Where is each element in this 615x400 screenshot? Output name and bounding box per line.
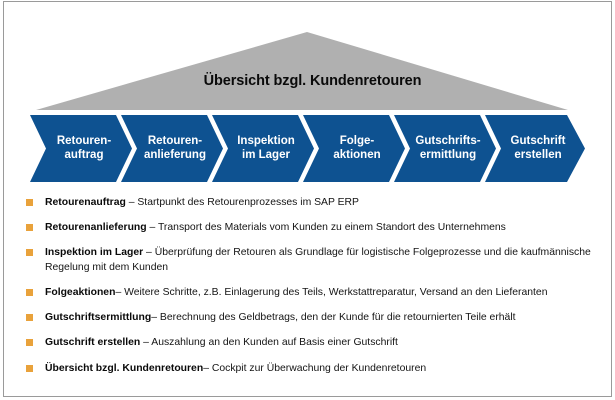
process-step-label: Gutschrifts- ermittlung — [415, 134, 481, 161]
legend-text: Gutschrift erstellen – Auszahlung an den… — [45, 335, 594, 350]
banner-title: Übersicht bzgl. Kundenretouren — [203, 73, 422, 89]
legend-term: Gutschrift erstellen — [45, 337, 141, 349]
bullet-square-icon — [26, 224, 33, 232]
roof-banner: Übersicht bzgl. Kundenretouren — [0, 28, 615, 114]
bullet-square-icon — [26, 339, 33, 347]
process-step-label: Retouren- auftrag — [56, 134, 112, 161]
legend-list: Retourenauftrag – Startpunkt des Retoure… — [26, 195, 594, 386]
legend-description: – Startpunkt des Retourenprozesses im SA… — [125, 197, 359, 208]
legend-term: Inspektion im Lager — [45, 247, 144, 259]
process-step-retourenanlieferung[interactable]: Retouren- anlieferung — [121, 115, 223, 182]
process-step-gutschrift-erstellen[interactable]: Gutschrift erstellen — [485, 115, 585, 182]
legend-term: Retourenauftrag — [45, 197, 126, 208]
legend-term: Folgeaktionen — [45, 287, 116, 299]
process-step-label: Retouren- anlieferung — [144, 134, 206, 161]
process-step-folgeaktionen[interactable]: Folge- aktionen — [303, 115, 405, 182]
legend-term: Gutschriftsermittlung — [45, 312, 152, 324]
process-step-label: Inspektion im Lager — [237, 134, 295, 161]
legend-term: Retourenanlieferung — [45, 222, 147, 234]
process-chevron-band: Retouren- auftrag Retouren- anlieferung … — [0, 115, 615, 182]
list-item: Übersicht bzgl. Kundenretouren– Cockpit … — [26, 361, 594, 376]
legend-description: – Berechnung des Geldbetrags, den der Ku… — [151, 312, 516, 324]
legend-text: Inspektion im Lager – Überprüfung der Re… — [45, 245, 594, 275]
list-item: Inspektion im Lager – Überprüfung der Re… — [26, 245, 594, 275]
list-item: Retourenanlieferung – Transport des Mate… — [26, 220, 594, 235]
process-step-label: Gutschrift erstellen — [510, 134, 566, 161]
process-step-label: Folge- aktionen — [333, 134, 381, 161]
legend-description: – Cockpit zur Überwachung der Kundenreto… — [203, 362, 427, 374]
list-item: Gutschriftsermittlung– Berechnung des Ge… — [26, 310, 594, 325]
roof-triangle-shape — [36, 32, 568, 110]
bullet-square-icon — [26, 249, 33, 257]
bullet-square-icon — [26, 289, 33, 297]
bullet-square-icon — [26, 364, 33, 372]
bullet-square-icon — [26, 314, 33, 322]
process-step-inspektion-im-lager[interactable]: Inspektion im Lager — [212, 115, 314, 182]
list-item: Retourenauftrag – Startpunkt des Retoure… — [26, 195, 594, 210]
legend-description: – Weitere Schritte, z.B. Einlagerung des… — [115, 287, 548, 299]
legend-description: – Überprüfung der Retouren als Grundlage… — [45, 247, 591, 274]
legend-description: – Transport des Materials vom Kunden zu … — [146, 222, 506, 234]
legend-text: Gutschriftsermittlung– Berechnung des Ge… — [45, 310, 594, 325]
legend-text: Folgeaktionen– Weitere Schritte, z.B. Ei… — [45, 285, 594, 300]
legend-text: Übersicht bzgl. Kundenretouren– Cockpit … — [45, 361, 594, 376]
process-step-gutschriftsermittlung[interactable]: Gutschrifts- ermittlung — [394, 115, 496, 182]
legend-term: Übersicht bzgl. Kundenretouren — [45, 362, 204, 374]
process-step-retourenauftrag[interactable]: Retouren- auftrag — [30, 115, 132, 182]
legend-description: – Auszahlung an den Kunden auf Basis ein… — [140, 337, 398, 349]
legend-text: Retourenauftrag – Startpunkt des Retoure… — [45, 195, 594, 210]
legend-text: Retourenanlieferung – Transport des Mate… — [45, 220, 594, 235]
bullet-square-icon — [26, 199, 33, 206]
list-item: Folgeaktionen– Weitere Schritte, z.B. Ei… — [26, 285, 594, 300]
list-item: Gutschrift erstellen – Auszahlung an den… — [26, 335, 594, 350]
